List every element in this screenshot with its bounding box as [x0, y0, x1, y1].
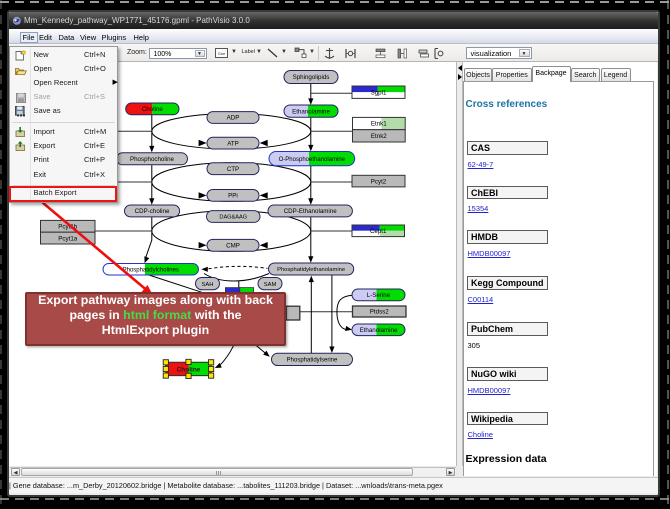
- svg-text:SAH: SAH: [202, 282, 214, 288]
- svg-text:Phosphocholine: Phosphocholine: [130, 156, 175, 163]
- svg-text:ADP: ADP: [227, 115, 240, 122]
- svg-text:CMP: CMP: [226, 243, 240, 250]
- svg-text:Phosphatidylethanolamine: Phosphatidylethanolamine: [277, 267, 345, 273]
- svg-text:Ptdss2: Ptdss2: [370, 309, 389, 316]
- svg-text:Etnk2: Etnk2: [371, 133, 387, 140]
- svg-text:Phosphatidylcholines: Phosphatidylcholines: [123, 267, 179, 273]
- svg-text:Sphingolipids: Sphingolipids: [293, 74, 330, 81]
- svg-text:PPi: PPi: [228, 193, 238, 200]
- svg-text:SAM: SAM: [264, 282, 277, 288]
- svg-text:Ethanolamine: Ethanolamine: [292, 108, 330, 115]
- svg-text:DAG&AAG: DAG&AAG: [219, 215, 247, 221]
- svg-text:Phosphatidylserine: Phosphatidylserine: [287, 358, 338, 364]
- svg-text:O-Phosphoethanolamine: O-Phosphoethanolamine: [279, 157, 346, 163]
- svg-text:Sgpl1: Sgpl1: [371, 89, 387, 96]
- svg-text:Choline: Choline: [142, 106, 164, 113]
- svg-text:Cept1: Cept1: [370, 228, 387, 235]
- svg-text:Pcyt1a: Pcyt1a: [58, 235, 77, 242]
- svg-text:Ethanolamine: Ethanolamine: [360, 327, 398, 334]
- svg-text:Choline: Choline: [177, 366, 201, 373]
- svg-text:CTP: CTP: [227, 166, 239, 173]
- svg-text:CDP-choline: CDP-choline: [135, 208, 170, 215]
- svg-text:CDP-Ethanolamine: CDP-Ethanolamine: [284, 208, 338, 215]
- svg-text:Pcyt2: Pcyt2: [371, 178, 387, 185]
- svg-text:L-Serine: L-Serine: [367, 292, 391, 299]
- svg-text:Etnk1: Etnk1: [371, 121, 387, 128]
- svg-text:ATP: ATP: [227, 140, 239, 147]
- svg-text:Pcyt1b: Pcyt1b: [58, 224, 77, 231]
